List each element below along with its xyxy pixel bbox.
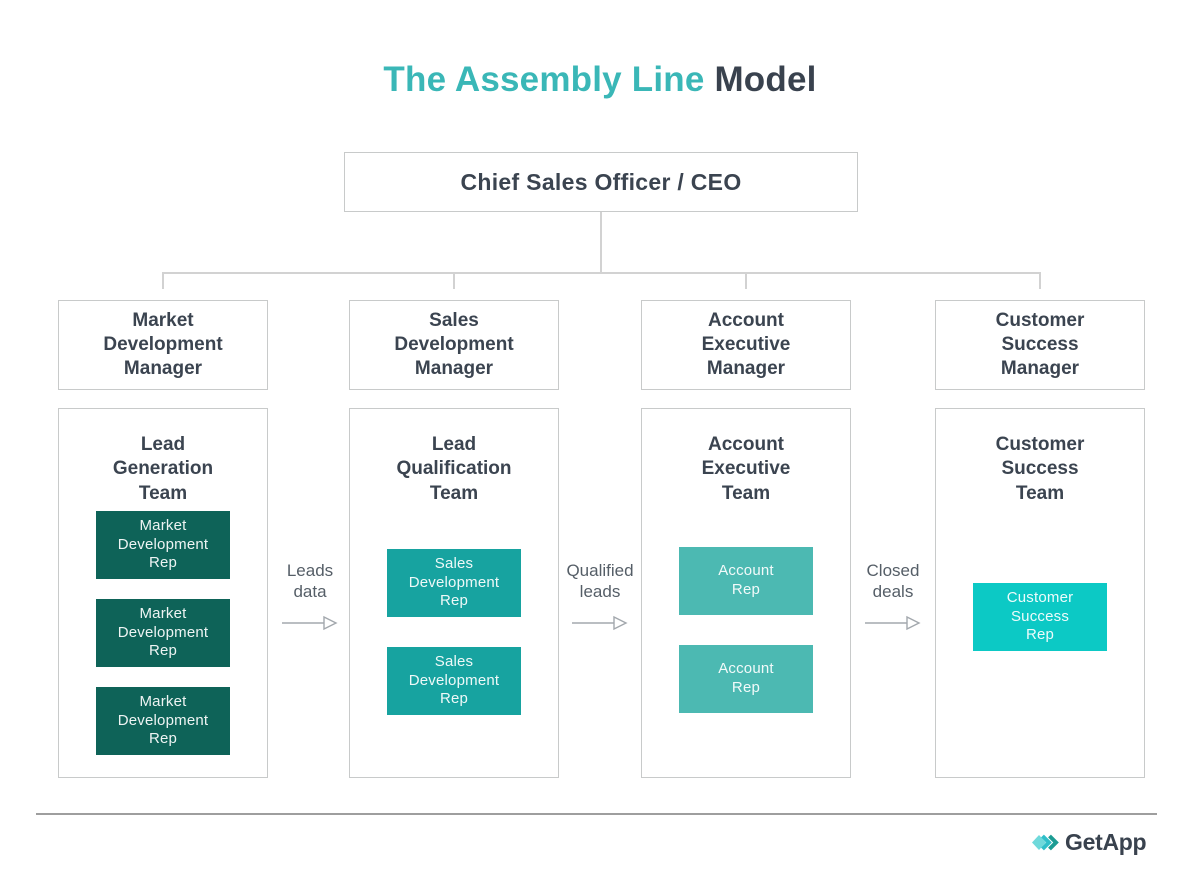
rep-box: Sales Development Rep <box>387 549 521 617</box>
page-title: The Assembly Line Model <box>0 60 1200 100</box>
team-box-account-executive: Account Executive Team Account Rep Accou… <box>641 408 851 778</box>
team-box-customer-success: Customer Success Team Customer Success R… <box>935 408 1145 778</box>
rep-box: Account Rep <box>679 645 813 713</box>
team-title: Lead Qualification Team <box>396 434 512 504</box>
right-arrow-icon <box>865 615 921 630</box>
flow-label: Leads data <box>286 561 334 602</box>
rep-box: Market Development Rep <box>96 687 230 755</box>
flow-label: Closed deals <box>866 561 920 602</box>
flow-closed-deals: Closed deals <box>848 560 938 631</box>
manager-box-sales-development: Sales Development Manager <box>349 300 559 390</box>
getapp-logo-text: GetApp <box>1065 829 1147 855</box>
getapp-logo: GetApp <box>1032 829 1147 856</box>
right-arrow-icon <box>282 615 338 630</box>
rep-box: Account Rep <box>679 547 813 615</box>
rep-box: Market Development Rep <box>96 599 230 667</box>
page-title-rest: Model <box>714 60 817 99</box>
connector-vertical-drop <box>600 212 602 272</box>
flow-label: Qualified leads <box>566 561 634 602</box>
rep-box: Customer Success Rep <box>973 583 1107 651</box>
team-box-lead-generation: Lead Generation Team Market Development … <box>58 408 268 778</box>
manager-box-customer-success: Customer Success Manager <box>935 300 1145 390</box>
connector-stub <box>745 272 747 289</box>
flow-qualified-leads: Qualified leads <box>555 560 645 631</box>
manager-box-market-development: Market Development Manager <box>58 300 268 390</box>
footer-divider <box>36 813 1157 815</box>
connector-stub <box>1039 272 1041 289</box>
rep-box: Sales Development Rep <box>387 647 521 715</box>
rep-box: Market Development Rep <box>96 511 230 579</box>
team-box-lead-qualification: Lead Qualification Team Sales Developmen… <box>349 408 559 778</box>
ceo-box: Chief Sales Officer / CEO <box>344 152 858 212</box>
connector-stub <box>162 272 164 289</box>
manager-box-account-executive: Account Executive Manager <box>641 300 851 390</box>
flow-leads-data: Leads data <box>265 560 355 631</box>
connector-stub <box>453 272 455 289</box>
page-title-accent: The Assembly Line <box>383 60 705 99</box>
ceo-label: Chief Sales Officer / CEO <box>460 168 742 195</box>
team-title: Lead Generation Team <box>112 434 214 504</box>
connector-horizontal-span <box>162 272 1040 274</box>
getapp-logo-icon <box>1032 834 1059 851</box>
team-title: Customer Success Team <box>995 434 1085 504</box>
right-arrow-icon <box>572 615 628 630</box>
team-title: Account Executive Team <box>701 434 791 504</box>
